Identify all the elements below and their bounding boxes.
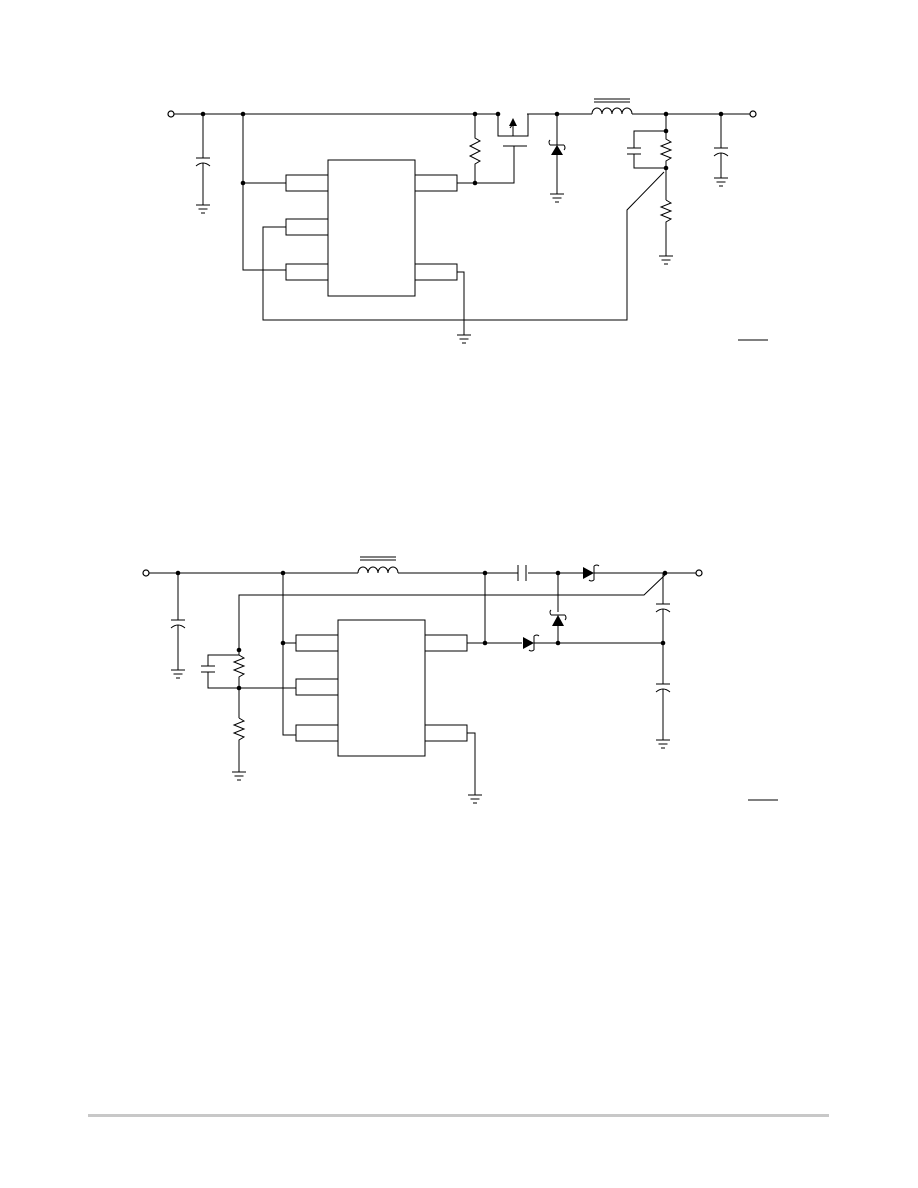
ic-2-body: [295, 619, 468, 757]
feedback-wire: [238, 573, 667, 650]
vin-feed-wire: [242, 114, 286, 271]
output-capacitors: [655, 573, 671, 749]
switch-node-wire: [467, 573, 522, 644]
coupling-capacitor: [517, 565, 527, 581]
input-terminal: [142, 569, 150, 577]
ic-1-body: [285, 159, 458, 297]
sepic-converter-schematic: [142, 556, 778, 804]
feedback-divider: [627, 114, 673, 265]
p-mosfet: [497, 114, 529, 147]
feedback-divider: [201, 650, 246, 781]
output-terminal: [749, 110, 757, 118]
clamp-diode: [549, 573, 567, 643]
output-capacitor: [713, 114, 729, 187]
ic-ground: [457, 271, 471, 344]
switch-diode: [523, 634, 663, 652]
input-capacitor: [195, 114, 211, 205]
ic-ground: [467, 732, 482, 804]
gate-drive-wire: [457, 146, 515, 184]
vin-feed-wire: [282, 573, 296, 736]
footer-rule: [88, 1114, 829, 1117]
input-capacitor: [170, 573, 186, 679]
input-inductor: [357, 556, 399, 574]
output-terminal: [695, 569, 703, 577]
output-diode: [583, 564, 600, 582]
schottky-diode: [548, 114, 566, 203]
feedback-wire: [262, 171, 665, 321]
ground-symbol: [196, 204, 210, 214]
buck-converter-schematic: [167, 98, 768, 344]
gate-resistor: [468, 114, 482, 183]
output-inductor: [591, 98, 633, 115]
